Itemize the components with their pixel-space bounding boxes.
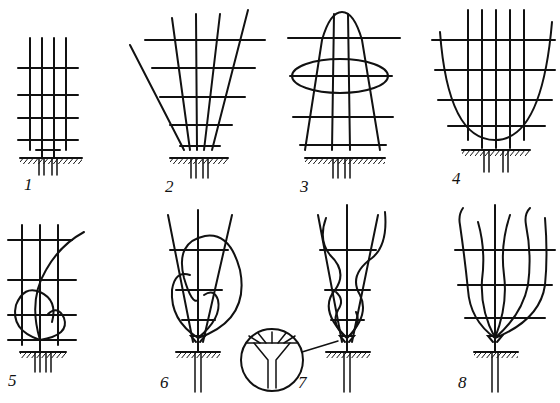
figure-number: 6 [160,374,169,391]
figure-6 [168,210,242,392]
figure-5 [8,225,84,372]
figure-8 [455,205,555,392]
figure-number: 5 [8,372,17,389]
figure-number: 7 [298,374,307,391]
figure-number: 8 [458,374,467,391]
figure-3 [288,12,400,178]
figure-2 [130,10,265,178]
figure-1 [18,38,82,175]
figure-number: 1 [24,176,33,193]
figure-number: 4 [452,170,461,187]
figure-7 [241,205,385,392]
figure-number: 2 [165,178,174,195]
figure-number: 3 [300,178,309,195]
figure-4 [432,10,555,172]
